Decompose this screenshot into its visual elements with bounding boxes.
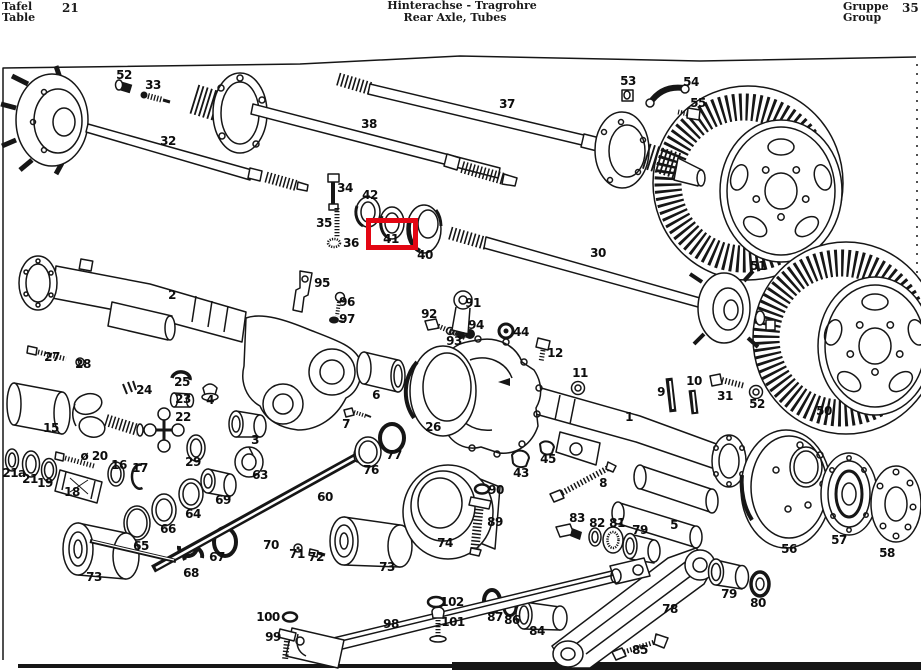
bushing-3 — [228, 410, 267, 438]
breather-12 — [535, 337, 551, 363]
clip-25 — [170, 370, 192, 381]
clip-102 — [426, 595, 446, 609]
ring-21a — [4, 448, 20, 472]
plug-43 — [511, 449, 530, 469]
bolt-72 — [308, 548, 326, 558]
trailing-arm-78 — [551, 547, 716, 669]
pin-9 — [665, 377, 677, 413]
header-tafel: Tafel — [2, 0, 33, 13]
bolt-34 — [327, 173, 340, 211]
ring-21 — [21, 450, 41, 478]
pin-10 — [688, 389, 699, 415]
title-english: Rear Axle, Tubes — [403, 11, 507, 24]
nut-53 — [621, 89, 634, 102]
ring-64 — [178, 478, 204, 510]
plug-45 — [539, 440, 555, 456]
axle-shaft-30 — [448, 226, 776, 349]
spring-bar-98 — [285, 557, 651, 669]
ring-66 — [151, 493, 177, 527]
bleeder-33 — [140, 91, 171, 104]
plug-83 — [555, 523, 582, 540]
bushing-79-upper — [622, 532, 661, 564]
bushing-84 — [515, 600, 568, 631]
prop-shaft-15 — [6, 382, 144, 438]
nut-11 — [570, 380, 586, 396]
rod-70 — [89, 539, 177, 563]
ring-76 — [354, 436, 382, 468]
plug-52 — [114, 79, 133, 94]
plate-border — [2, 55, 917, 660]
group-number: 35 — [902, 1, 919, 15]
bolt-96 — [334, 291, 346, 317]
drum-ring-57 — [820, 452, 878, 536]
axle-shaft-38 — [189, 72, 518, 187]
clip-90 — [473, 483, 491, 495]
seal-41 — [379, 206, 405, 240]
bracket-95 — [292, 270, 313, 313]
axle-housing-1 — [432, 335, 747, 488]
header-group: Group — [843, 11, 882, 24]
axle-shaft-37 — [336, 72, 706, 189]
spacer-tubes-5 — [611, 464, 719, 549]
bolt-44 — [497, 322, 515, 340]
brake-drum-51 — [652, 85, 844, 281]
flange-18 — [54, 469, 103, 504]
bolt-20 — [54, 451, 95, 469]
bolt-99 — [277, 628, 297, 661]
bushing-6 — [356, 351, 406, 393]
bushing-73-center — [329, 516, 413, 568]
bearing-40 — [406, 204, 443, 254]
ujoint-cross-22 — [143, 407, 185, 453]
bolt-31 — [709, 373, 746, 389]
ring-63 — [234, 446, 264, 478]
backing-plate-56 — [739, 429, 832, 549]
thrust-bell-26 — [403, 345, 477, 437]
bushing-79-lower — [707, 558, 750, 590]
washer-71 — [293, 543, 303, 553]
axle-tube-2 — [18, 255, 362, 431]
ring-65 — [123, 505, 151, 541]
bolt-55 — [677, 107, 701, 121]
bell-74 — [402, 464, 501, 560]
header-gruppe: Gruppe — [843, 0, 889, 13]
bolt-8 — [549, 461, 617, 503]
plate-58 — [870, 465, 921, 543]
cap-23 — [169, 392, 195, 408]
grease-nipple-7 — [343, 407, 372, 418]
ring-81 — [602, 526, 624, 554]
ring-19 — [40, 457, 58, 483]
rivet-97 — [329, 316, 346, 324]
bolt-89 — [468, 496, 492, 557]
bushing-69 — [200, 468, 237, 498]
ring-80 — [749, 570, 771, 598]
ring-77 — [378, 422, 406, 454]
washer-36 — [326, 237, 342, 249]
strap-54 — [645, 84, 690, 108]
strap-91 — [449, 290, 473, 339]
highlight-box — [366, 218, 418, 250]
clip-100 — [281, 611, 299, 623]
plate-number: 21 — [62, 1, 79, 15]
washer-82 — [588, 527, 602, 547]
bolt-85 — [611, 633, 669, 661]
seal-29 — [186, 434, 206, 462]
axle-shaft-32 — [0, 65, 309, 192]
cap-4 — [201, 383, 219, 402]
ring-16 — [107, 461, 125, 487]
bolt-92 — [424, 318, 467, 341]
nut-52b — [748, 384, 764, 400]
brake-drum-50 — [752, 241, 921, 435]
title-german: Hinterachse - Tragrohre — [387, 0, 537, 12]
bolt-27 — [26, 345, 67, 362]
header-table: Table — [2, 11, 36, 24]
bolt-101 — [429, 606, 447, 643]
ring-17 — [130, 463, 144, 490]
bushing-73-left — [62, 522, 140, 580]
clamp-24 — [122, 380, 137, 395]
washer-28 — [75, 357, 85, 367]
